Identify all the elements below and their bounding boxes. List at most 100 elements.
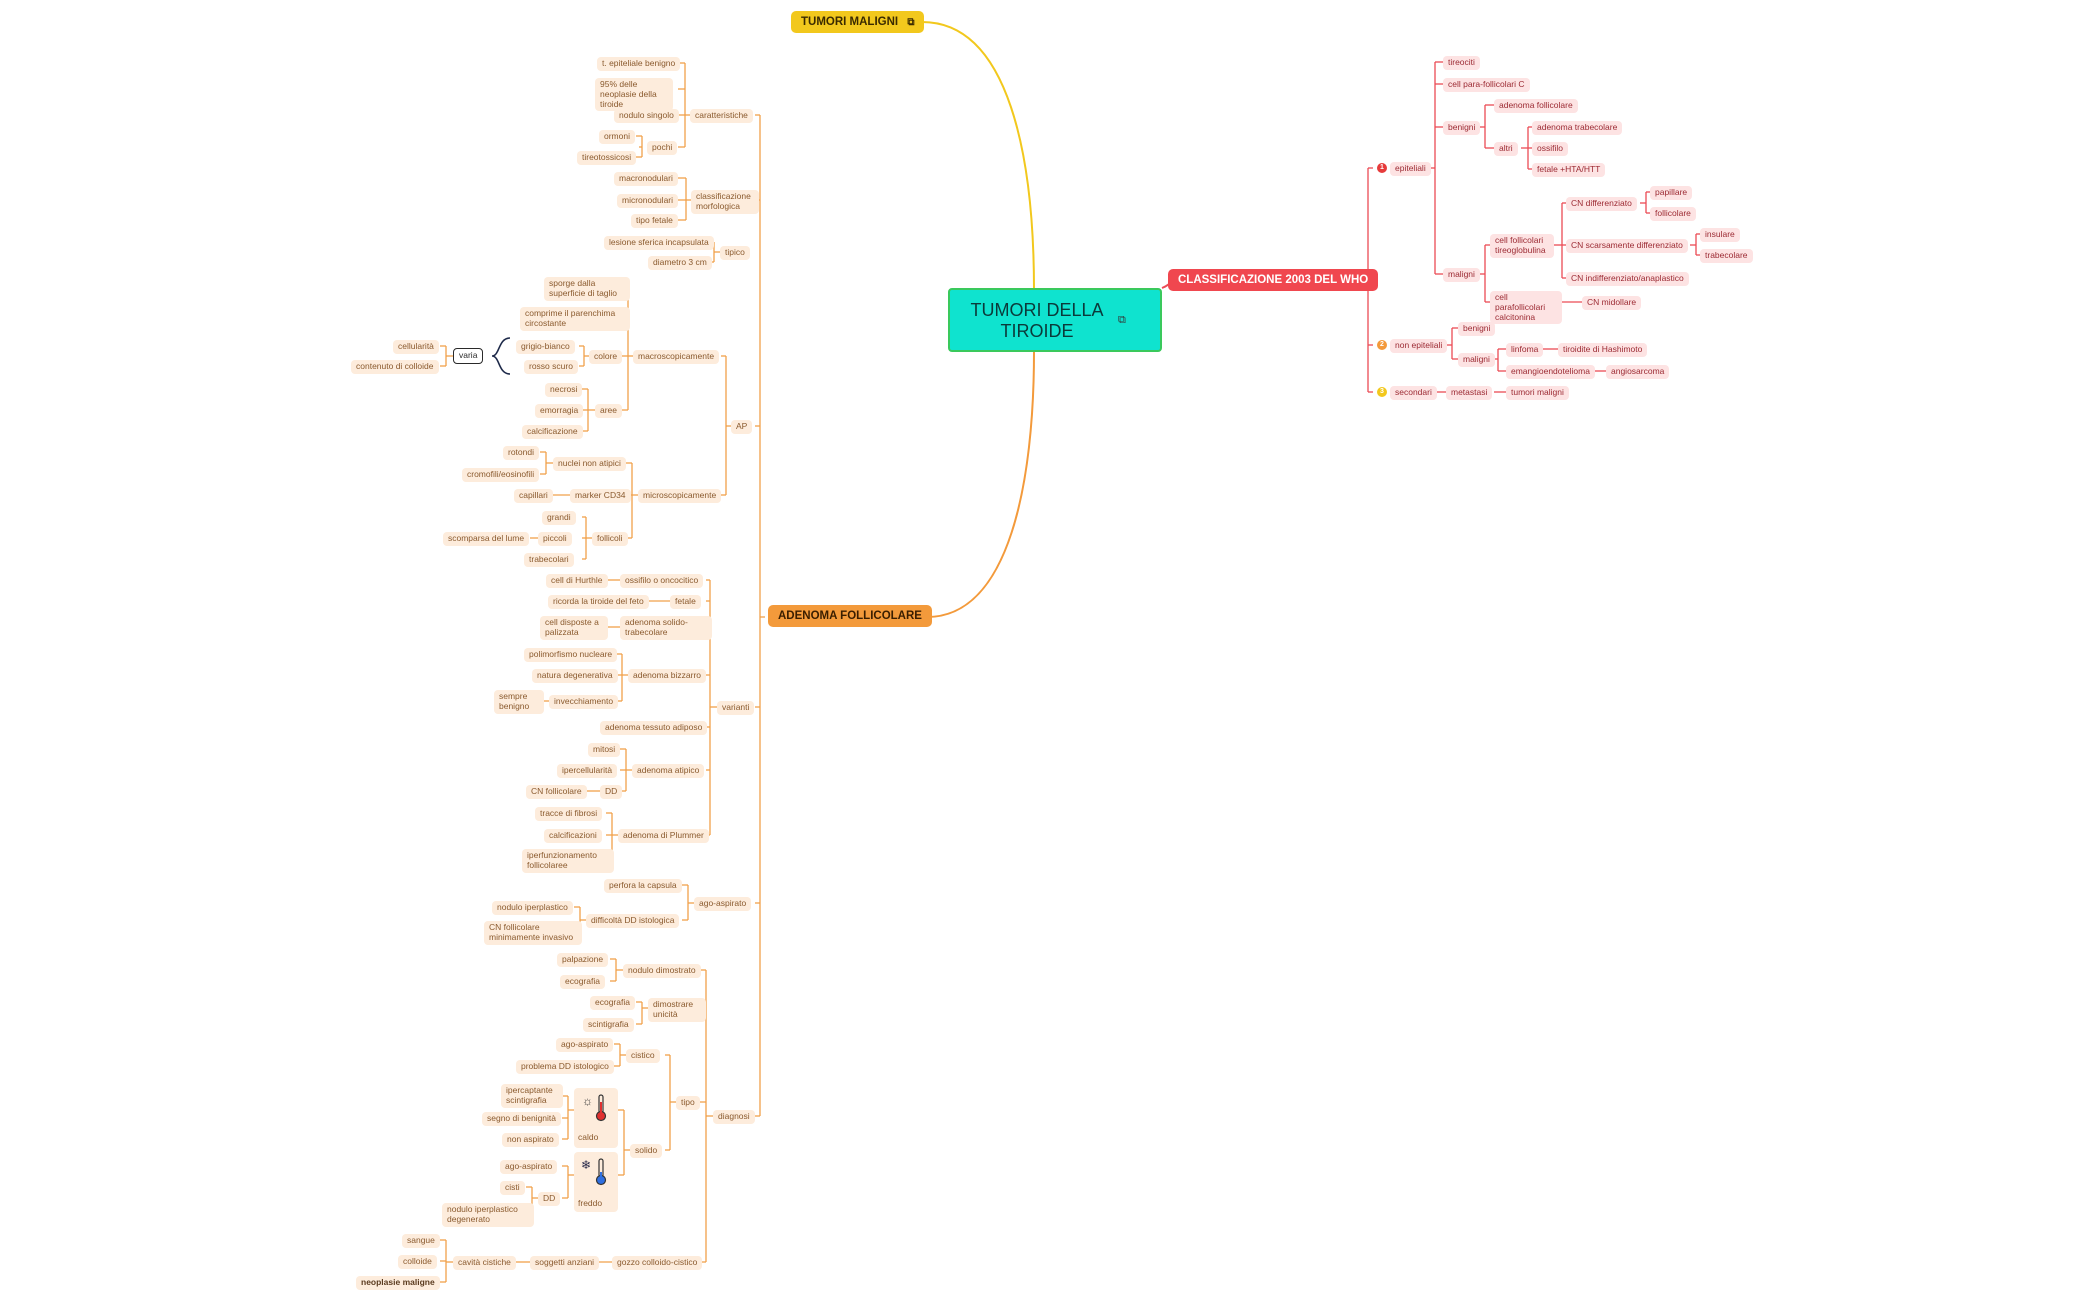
- who-cell-parafollicolari[interactable]: cell parafollicolari calcitonina: [1490, 291, 1562, 325]
- caldo-node[interactable]: ☼ caldo: [574, 1088, 618, 1148]
- branch-adenoma-follicolare[interactable]: ADENOMA FOLLICOLARE: [768, 605, 932, 627]
- adenoma-sporge[interactable]: sporge dalla superficie di taglio: [544, 277, 630, 301]
- adenoma-ago-aspirato-2[interactable]: ago-aspirato: [556, 1038, 614, 1052]
- who-benigni-2[interactable]: benigni: [1458, 322, 1496, 336]
- who-cn-midollare[interactable]: CN midollare: [1582, 296, 1642, 310]
- adenoma-calcificazioni[interactable]: calcificazioni: [544, 829, 602, 843]
- who-cn-scarsamente[interactable]: CN scarsamente differenziato: [1566, 239, 1688, 253]
- adenoma-dimostrare[interactable]: dimostrare unicità: [648, 998, 706, 1022]
- adenoma-neoplasie-maligne[interactable]: neoplasie maligne: [356, 1276, 440, 1290]
- adenoma-cavita[interactable]: cavità cistiche: [453, 1256, 516, 1270]
- adenoma-perfora[interactable]: perfora la capsula: [604, 879, 682, 893]
- adenoma-emorragia[interactable]: emorragia: [535, 404, 584, 418]
- adenoma-tireotossicosi[interactable]: tireotossicosi: [577, 151, 637, 165]
- adenoma-varianti[interactable]: varianti: [717, 701, 755, 715]
- adenoma-tessuto-adiposo[interactable]: adenoma tessuto adiposo: [600, 721, 708, 735]
- adenoma-neoplasie-95[interactable]: 95% delle neoplasie della tiroide: [595, 78, 673, 112]
- adenoma-non-aspirato[interactable]: non aspirato: [502, 1133, 559, 1147]
- adenoma-cell-disposte[interactable]: cell disposte a palizzata: [540, 616, 608, 640]
- adenoma-tracce[interactable]: tracce di fibrosi: [535, 807, 603, 821]
- adenoma-iperfunzionamento[interactable]: iperfunzionamento follicolaree: [522, 849, 614, 873]
- adenoma-piccoli[interactable]: piccoli: [538, 532, 572, 546]
- adenoma-t-epiteliale[interactable]: t. epiteliale benigno: [597, 57, 681, 71]
- adenoma-dd-2[interactable]: DD: [538, 1192, 561, 1206]
- who-cell-follicolari[interactable]: cell follicolari tireoglobulina: [1490, 234, 1554, 258]
- adenoma-ossifilo[interactable]: ossifilo o oncocitico: [620, 574, 704, 588]
- adenoma-ap[interactable]: AP: [731, 420, 753, 434]
- adenoma-solido[interactable]: adenoma solido-trabecolare: [620, 616, 712, 640]
- adenoma-ricorda[interactable]: ricorda la tiroide del feto: [548, 595, 649, 609]
- adenoma-difficolta[interactable]: difficoltà DD istologica: [586, 914, 680, 928]
- adenoma-hurthle[interactable]: cell di Hurthle: [546, 574, 608, 588]
- adenoma-plummer[interactable]: adenoma di Plummer: [618, 829, 709, 843]
- adenoma-cromofili[interactable]: cromofili/eosinofili: [462, 468, 540, 482]
- adenoma-invecchiamento[interactable]: invecchiamento: [549, 695, 619, 709]
- freddo-node[interactable]: ❄ freddo: [574, 1152, 618, 1212]
- link-icon[interactable]: ⧉: [907, 17, 915, 28]
- link-icon[interactable]: ⧉: [1118, 314, 1126, 326]
- adenoma-fetale[interactable]: fetale: [670, 595, 701, 609]
- who-non-epiteliali[interactable]: non epiteliali: [1390, 339, 1448, 353]
- adenoma-micronodulari[interactable]: micronodulari: [617, 194, 679, 208]
- adenoma-grigio-bianco[interactable]: grigio-bianco: [516, 340, 575, 354]
- adenoma-bizzarro[interactable]: adenoma bizzarro: [628, 669, 707, 683]
- adenoma-diagnosi[interactable]: diagnosi: [713, 1110, 755, 1124]
- adenoma-classificazione[interactable]: classificazione morfologica: [691, 190, 759, 214]
- who-emangioendotelioma[interactable]: emangioendotelioma: [1506, 365, 1595, 379]
- adenoma-colloide[interactable]: colloide: [398, 1255, 437, 1269]
- adenoma-palpazione[interactable]: palpazione: [557, 953, 609, 967]
- adenoma-capillari[interactable]: capillari: [514, 489, 553, 503]
- adenoma-cellularita[interactable]: cellularità: [393, 340, 439, 354]
- adenoma-ago-aspirato[interactable]: ago-aspirato: [694, 897, 752, 911]
- adenoma-gozzo[interactable]: gozzo colloido-cistico: [612, 1256, 703, 1270]
- who-fetale[interactable]: fetale +HTA/HTT: [1532, 163, 1606, 177]
- adenoma-contenuto-colloide[interactable]: contenuto di colloide: [351, 360, 439, 374]
- who-papillare[interactable]: papillare: [1650, 186, 1693, 200]
- adenoma-colore[interactable]: colore: [589, 350, 623, 364]
- adenoma-solido-tipo[interactable]: solido: [630, 1144, 663, 1158]
- adenoma-ago-aspirato-3[interactable]: ago-aspirato: [500, 1160, 558, 1174]
- who-maligni-2[interactable]: maligni: [1458, 353, 1495, 367]
- adenoma-microscopicamente[interactable]: microscopicamente: [638, 489, 722, 503]
- branch-classificazione-who[interactable]: CLASSIFICAZIONE 2003 DEL WHO: [1168, 269, 1379, 291]
- adenoma-atipico[interactable]: adenoma atipico: [632, 764, 705, 778]
- who-follicolare[interactable]: follicolare: [1650, 207, 1696, 221]
- who-altri[interactable]: altri: [1494, 142, 1518, 156]
- adenoma-problema-dd[interactable]: problema DD istologico: [516, 1060, 614, 1074]
- adenoma-ipercellularita[interactable]: ipercellularità: [557, 764, 618, 778]
- adenoma-aree[interactable]: aree: [595, 404, 623, 418]
- adenoma-tipico[interactable]: tipico: [720, 246, 750, 260]
- adenoma-cn-minimamente[interactable]: CN follicolare minimamente invasivo: [484, 921, 582, 945]
- adenoma-comprime[interactable]: comprime il parenchima circostante: [520, 307, 630, 331]
- adenoma-rosso-scuro[interactable]: rosso scuro: [524, 360, 578, 374]
- adenoma-nodulo-degenerato[interactable]: nodulo iperplastico degenerato: [442, 1203, 534, 1227]
- who-cn-differenziato[interactable]: CN differenziato: [1566, 197, 1637, 211]
- adenoma-lesione-sferica[interactable]: lesione sferica incapsulata: [604, 236, 714, 250]
- adenoma-tipo[interactable]: tipo: [676, 1096, 700, 1110]
- adenoma-necrosi[interactable]: necrosi: [545, 383, 583, 397]
- who-maligni[interactable]: maligni: [1443, 268, 1480, 282]
- adenoma-natura[interactable]: natura degenerativa: [532, 669, 618, 683]
- who-cn-indifferenziato[interactable]: CN indifferenziato/anaplastico: [1566, 272, 1689, 286]
- adenoma-rotondi[interactable]: rotondi: [503, 446, 539, 460]
- adenoma-macronodulari[interactable]: macronodulari: [614, 172, 678, 186]
- adenoma-nodulo-dimostrato[interactable]: nodulo dimostrato: [623, 964, 701, 978]
- who-trabecolare[interactable]: trabecolare: [1700, 249, 1753, 263]
- root-topic[interactable]: TUMORI DELLA TIROIDE ⧉: [948, 288, 1162, 352]
- adenoma-cn-follicolare[interactable]: CN follicolare: [526, 785, 587, 799]
- adenoma-cistico[interactable]: cistico: [626, 1049, 660, 1063]
- adenoma-trabecolari[interactable]: trabecolari: [524, 553, 574, 567]
- adenoma-nuclei[interactable]: nuclei non atipici: [553, 457, 626, 471]
- who-secondari[interactable]: secondari: [1390, 386, 1437, 400]
- adenoma-marker[interactable]: marker CD34: [570, 489, 631, 503]
- who-adenoma-trabecolare[interactable]: adenoma trabecolare: [1532, 121, 1623, 135]
- adenoma-mitosi[interactable]: mitosi: [588, 743, 621, 757]
- adenoma-ormoni[interactable]: ormoni: [599, 130, 635, 144]
- who-linfoma[interactable]: linfoma: [1506, 343, 1544, 357]
- who-metastasi[interactable]: metastasi: [1446, 386, 1493, 400]
- who-insulare[interactable]: insulare: [1700, 228, 1740, 242]
- adenoma-nodulo-iperplastico[interactable]: nodulo iperplastico: [492, 901, 573, 915]
- who-tiroidite[interactable]: tiroidite di Hashimoto: [1558, 343, 1648, 357]
- adenoma-nodulo-singolo[interactable]: nodulo singolo: [614, 109, 679, 123]
- adenoma-tipo-fetale[interactable]: tipo fetale: [631, 214, 678, 228]
